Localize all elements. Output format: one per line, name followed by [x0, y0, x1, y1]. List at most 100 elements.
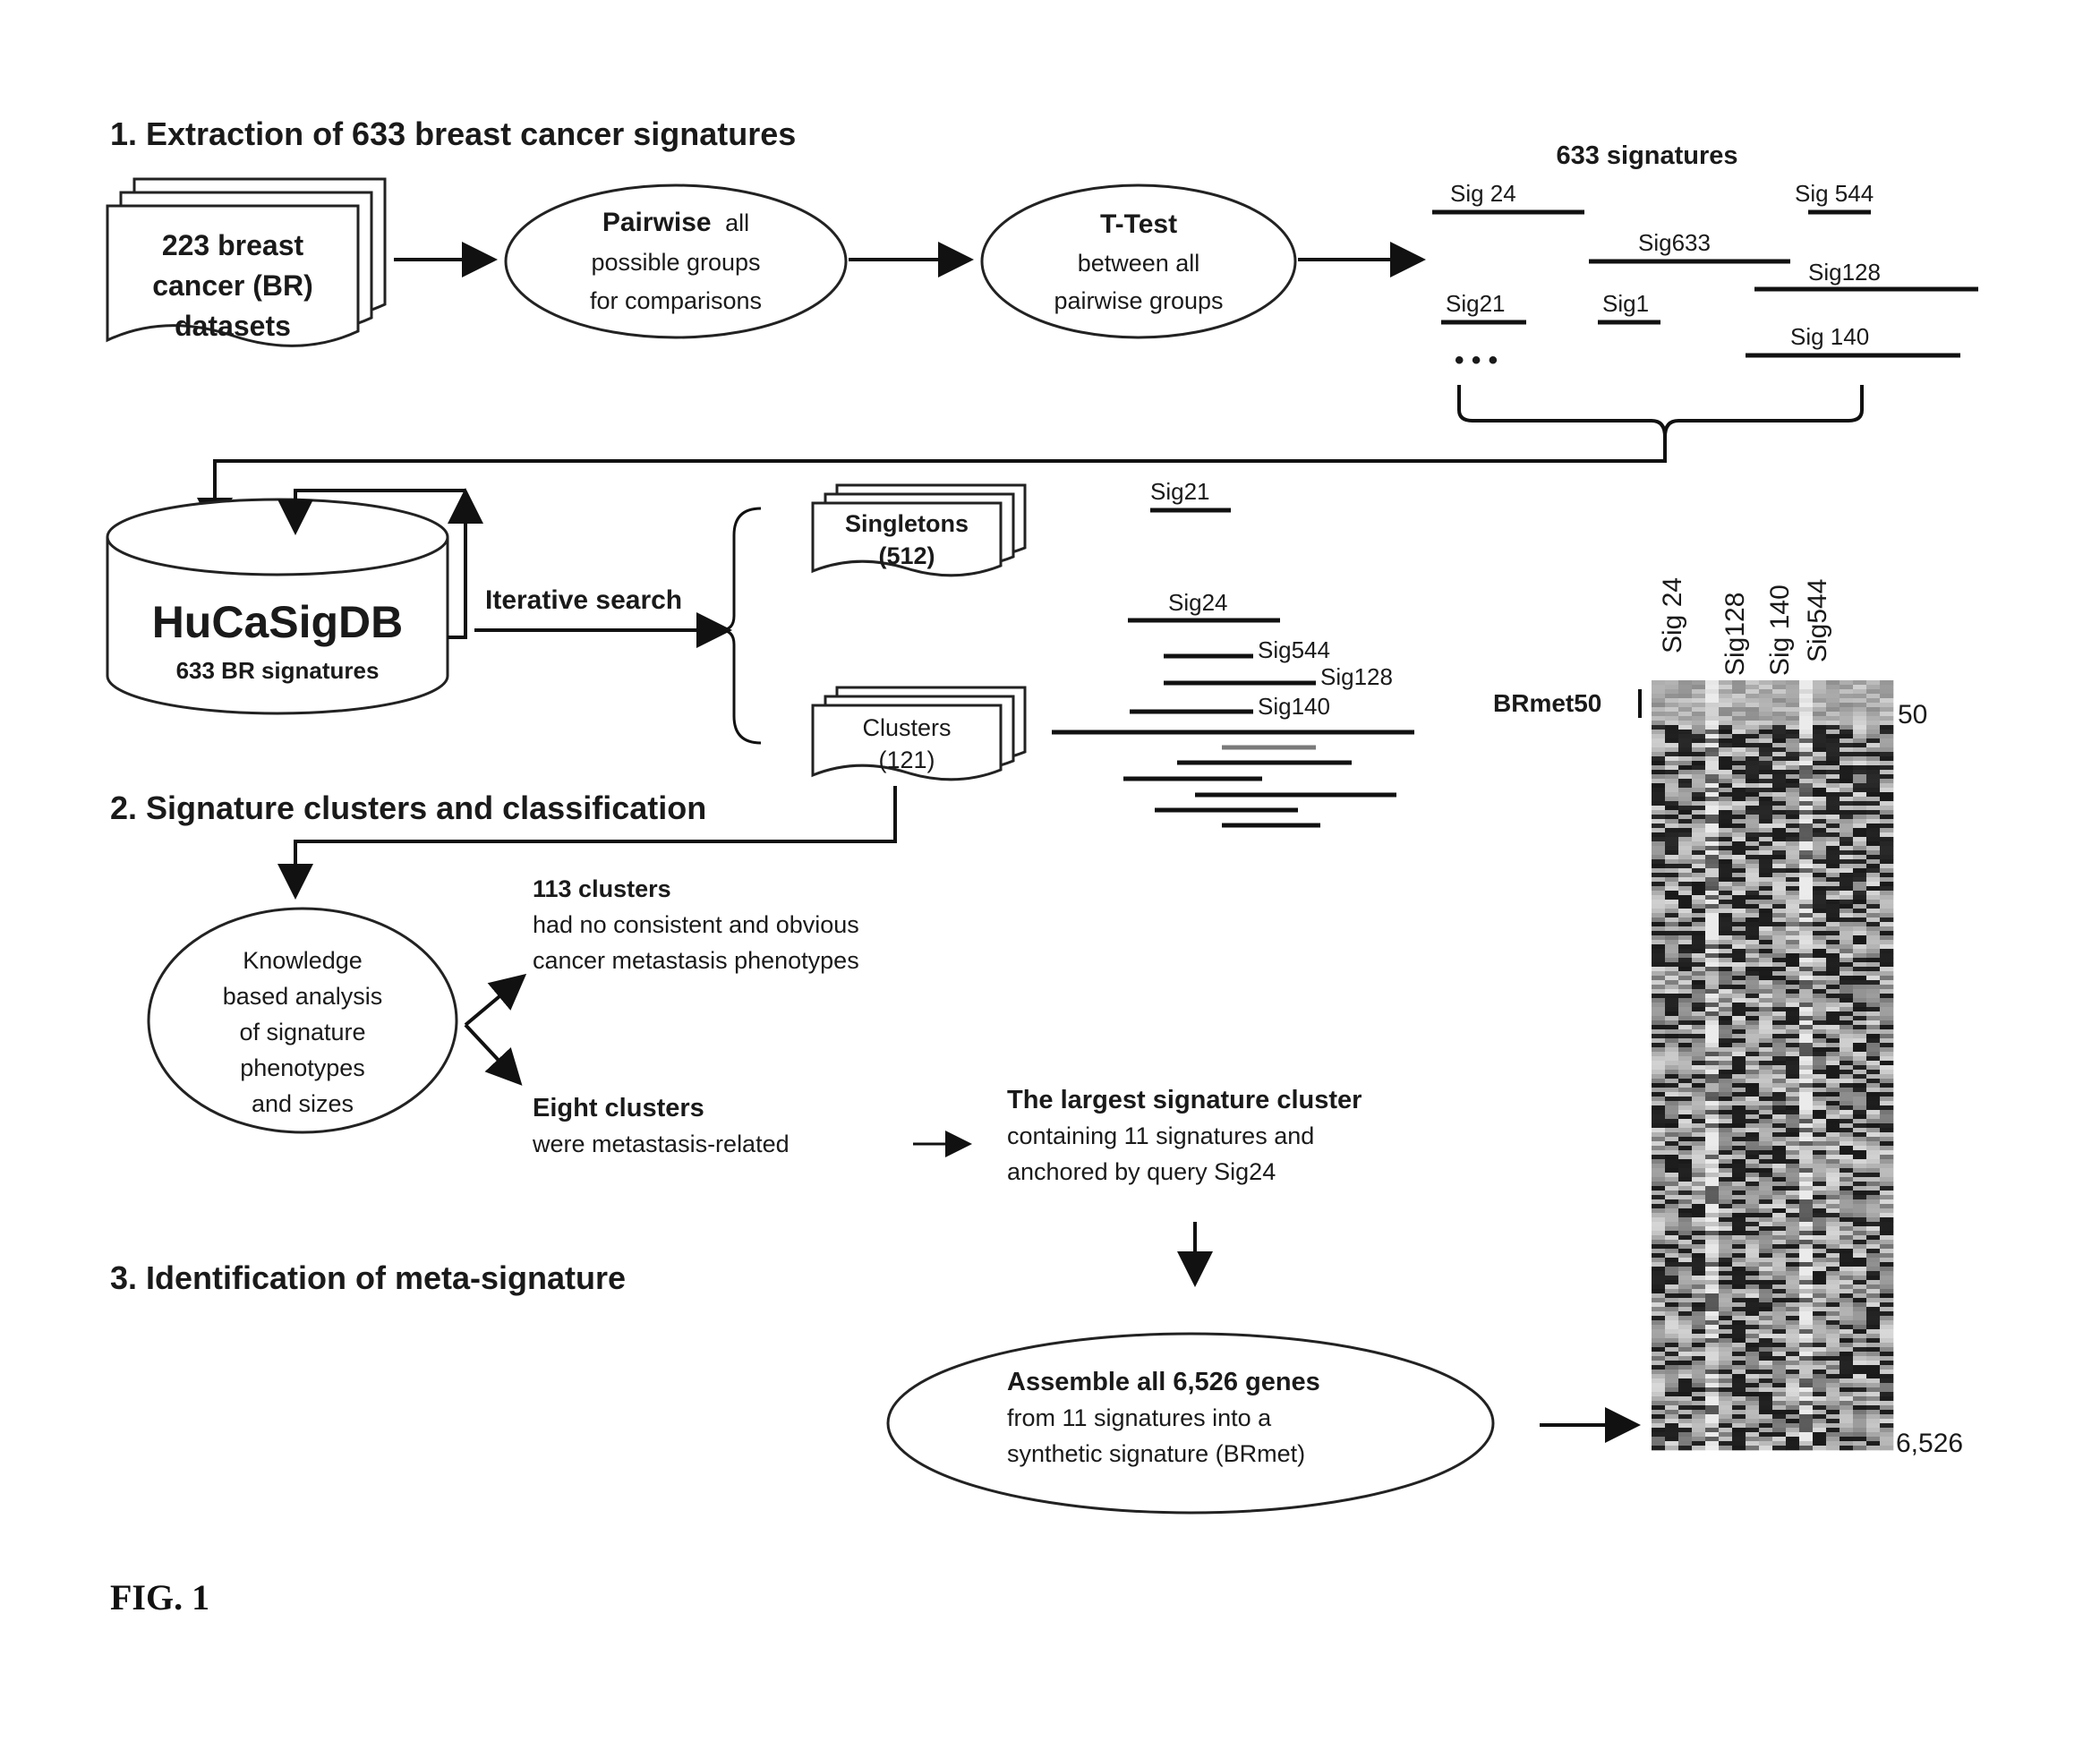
- heatmap-cell: [1705, 850, 1719, 855]
- heatmap-cell: [1840, 931, 1853, 935]
- heatmap-cell: [1732, 1307, 1746, 1311]
- heatmap-cell: [1880, 1240, 1893, 1244]
- heatmap-cell: [1692, 1191, 1705, 1195]
- heatmap-cells: [1652, 680, 1893, 1450]
- heatmap-cell: [1719, 832, 1732, 837]
- heatmap-cell: [1840, 891, 1853, 895]
- heatmap-cell: [1678, 1365, 1692, 1370]
- heatmap-cell: [1705, 1092, 1719, 1097]
- sig24-label: Sig 24: [1450, 180, 1516, 207]
- heatmap-cell: [1678, 1396, 1692, 1401]
- heatmap-cell: [1772, 1428, 1786, 1432]
- heatmap-cell: [1772, 1195, 1786, 1199]
- heatmap-cell: [1719, 761, 1732, 765]
- heatmap-cell: [1786, 792, 1799, 797]
- heatmap-cell: [1732, 1132, 1746, 1137]
- heatmap-cell: [1705, 1043, 1719, 1047]
- heatmap-cell: [1772, 1387, 1786, 1392]
- heatmap-cell: [1772, 1043, 1786, 1047]
- heatmap-cell: [1786, 949, 1799, 953]
- heatmap-cell: [1665, 1320, 1678, 1325]
- heatmap-cell: [1719, 1222, 1732, 1226]
- heatmap-cell: [1746, 1298, 1759, 1302]
- heatmap-cell: [1772, 1240, 1786, 1244]
- heatmap-cell: [1840, 1007, 1853, 1011]
- heatmap-cell: [1880, 1141, 1893, 1146]
- heatmap-cell: [1732, 926, 1746, 931]
- heatmap-cell: [1786, 1446, 1799, 1450]
- heatmap-cell: [1732, 819, 1746, 824]
- sig633-label: Sig633: [1638, 229, 1711, 256]
- heatmap-cell: [1826, 801, 1840, 806]
- heatmap-cell: [1732, 1204, 1746, 1208]
- heatmap-cell: [1732, 1316, 1746, 1320]
- heatmap-cell: [1732, 994, 1746, 998]
- heatmap-cell: [1786, 1311, 1799, 1316]
- heatmap-cell: [1813, 1423, 1826, 1428]
- heatmap-cell: [1665, 1047, 1678, 1052]
- heatmap-cell: [1826, 931, 1840, 935]
- heatmap-cell: [1853, 770, 1866, 774]
- arrow-to-eight-clusters: [465, 1025, 517, 1080]
- heatmap-cell: [1692, 1307, 1705, 1311]
- heatmap-cell: [1840, 1423, 1853, 1428]
- heatmap-cell: [1652, 725, 1665, 730]
- heatmap-cell: [1866, 971, 1880, 976]
- heatmap-cell: [1840, 1410, 1853, 1414]
- heatmap-cell: [1866, 1365, 1880, 1370]
- heatmap-cell: [1799, 1343, 1813, 1347]
- heatmap-cell: [1826, 895, 1840, 900]
- heatmap-cell: [1719, 855, 1732, 859]
- heatmap-cell: [1826, 1150, 1840, 1155]
- heatmap-cell: [1678, 1244, 1692, 1249]
- heatmap-cell: [1692, 1025, 1705, 1029]
- heatmap-cell: [1665, 949, 1678, 953]
- heatmap-cell: [1665, 721, 1678, 725]
- heatmap-cell: [1813, 877, 1826, 882]
- heatmap-cell: [1772, 712, 1786, 716]
- heatmap-cell: [1826, 837, 1840, 841]
- heatmap-cell: [1665, 1083, 1678, 1088]
- assemble-line2: synthetic signature (BRmet): [1007, 1440, 1305, 1467]
- heatmap-cell: [1853, 1020, 1866, 1025]
- heatmap-cell: [1746, 891, 1759, 895]
- heatmap-cell: [1705, 1302, 1719, 1307]
- heatmap-cell: [1826, 868, 1840, 873]
- heatmap-cell: [1786, 922, 1799, 926]
- heatmap-cell: [1840, 1267, 1853, 1271]
- heatmap-cell: [1826, 1262, 1840, 1267]
- heatmap-cell: [1759, 761, 1772, 765]
- heatmap-cell: [1813, 698, 1826, 703]
- heatmap-cell: [1719, 895, 1732, 900]
- heatmap-cell: [1772, 730, 1786, 734]
- heatmap-cell: [1692, 1378, 1705, 1383]
- heatmap-cell: [1652, 806, 1665, 810]
- heatmap-cell: [1813, 1195, 1826, 1199]
- heatmap-cell: [1652, 1392, 1665, 1396]
- heatmap-cell: [1678, 815, 1692, 819]
- heatmap-cell: [1772, 882, 1786, 886]
- heatmap-cell: [1719, 1387, 1732, 1392]
- heatmap-cell: [1866, 900, 1880, 904]
- heatmap-cell: [1732, 873, 1746, 877]
- heatmap-cell: [1746, 1419, 1759, 1423]
- heatmap-cell: [1705, 859, 1719, 864]
- heatmap-cell: [1772, 747, 1786, 752]
- heatmap-cell: [1652, 868, 1665, 873]
- heatmap-cell: [1880, 855, 1893, 859]
- heatmap-cell: [1880, 1222, 1893, 1226]
- heatmap-cell: [1759, 886, 1772, 891]
- heatmap-cell: [1853, 1128, 1866, 1132]
- heatmap-cell: [1678, 1074, 1692, 1079]
- heatmap-cell: [1786, 913, 1799, 917]
- heatmap-cell: [1772, 1258, 1786, 1262]
- heatmap-cell: [1652, 716, 1665, 721]
- heatmap-cell: [1746, 712, 1759, 716]
- heatmap-cell: [1853, 703, 1866, 707]
- heatmap-cell: [1705, 1414, 1719, 1419]
- heatmap-cell: [1813, 694, 1826, 698]
- heatmap-cell: [1799, 824, 1813, 828]
- heatmap-cell: [1665, 891, 1678, 895]
- heatmap-cell: [1692, 944, 1705, 949]
- heatmap-cell: [1705, 1007, 1719, 1011]
